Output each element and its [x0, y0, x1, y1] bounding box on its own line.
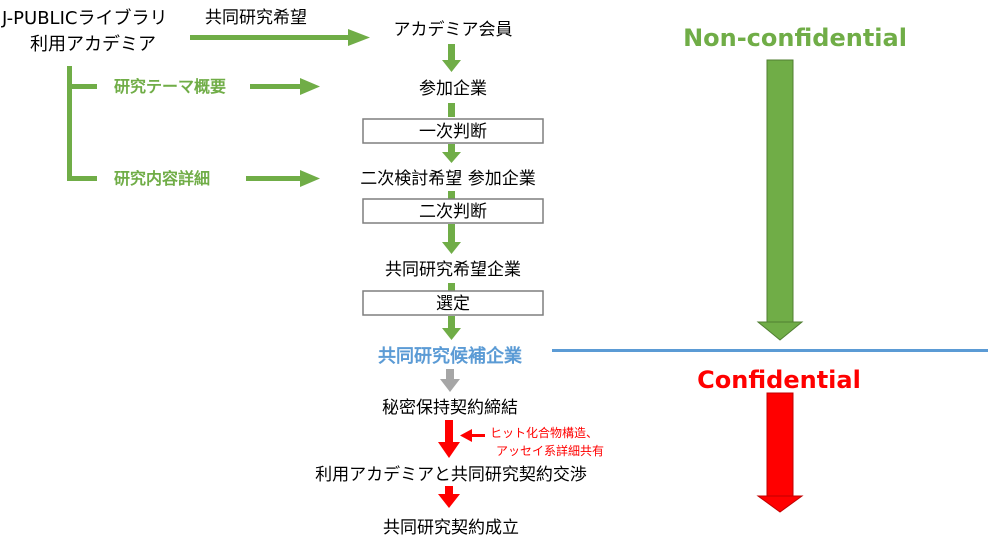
note-line1: ヒット化合物構造、	[490, 425, 598, 440]
arrow-down-4	[448, 191, 455, 199]
arrow-down-7	[442, 316, 461, 340]
note-line2: アッセイ系詳細共有	[496, 443, 604, 458]
step-sentei: 選定	[436, 294, 470, 314]
label-non-confidential: Non-confidential	[683, 24, 907, 52]
step-koushou: 利用アカデミアと共同研究契約交渉	[315, 464, 587, 485]
source-line2: 利用アカデミア	[30, 34, 156, 55]
step-himitsu: 秘密保持契約締結	[382, 398, 518, 418]
label-detail: 研究内容詳細	[114, 169, 210, 188]
step-seiritsu: 共同研究契約成立	[383, 518, 519, 538]
arrow-to-academia	[190, 29, 370, 46]
box-sentei	[362, 290, 544, 316]
box-ichiji	[362, 118, 544, 144]
branch-connector	[67, 66, 97, 181]
source-line1: J-PUBLICライブラリ	[1, 7, 167, 29]
label-confidential: Confidential	[697, 366, 861, 394]
arrow-down-gray	[440, 369, 460, 392]
arrow-down-3	[442, 144, 461, 163]
arrow-theme	[250, 78, 320, 95]
step-kibou-kigyou: 共同研究希望企業	[385, 260, 521, 280]
arrow-down-6	[448, 283, 455, 291]
step-sanka: 参加企業	[419, 79, 487, 99]
label-theme: 研究テーマ概要	[114, 77, 226, 96]
confidential-boundary-line	[552, 349, 988, 352]
step-niji-kentou: 二次検討希望 参加企業	[360, 169, 535, 189]
arrow-down-red-1	[438, 420, 460, 458]
step-academia: アカデミア会員	[394, 19, 513, 40]
arrow-down-1	[442, 44, 461, 72]
label-kibou: 共同研究希望	[205, 8, 307, 28]
step-ichiji: 一次判断	[419, 122, 487, 142]
step-niji: 二次判断	[419, 202, 487, 222]
step-kouho: 共同研究候補企業	[378, 345, 523, 367]
arrow-down-5	[442, 224, 461, 254]
box-niji	[362, 198, 544, 224]
arrow-note	[460, 429, 485, 442]
arrow-confidential	[756, 392, 804, 513]
arrow-non-confidential	[756, 59, 804, 341]
arrow-detail	[246, 170, 320, 187]
arrow-down-2	[448, 103, 455, 117]
arrow-down-red-2	[438, 486, 460, 508]
